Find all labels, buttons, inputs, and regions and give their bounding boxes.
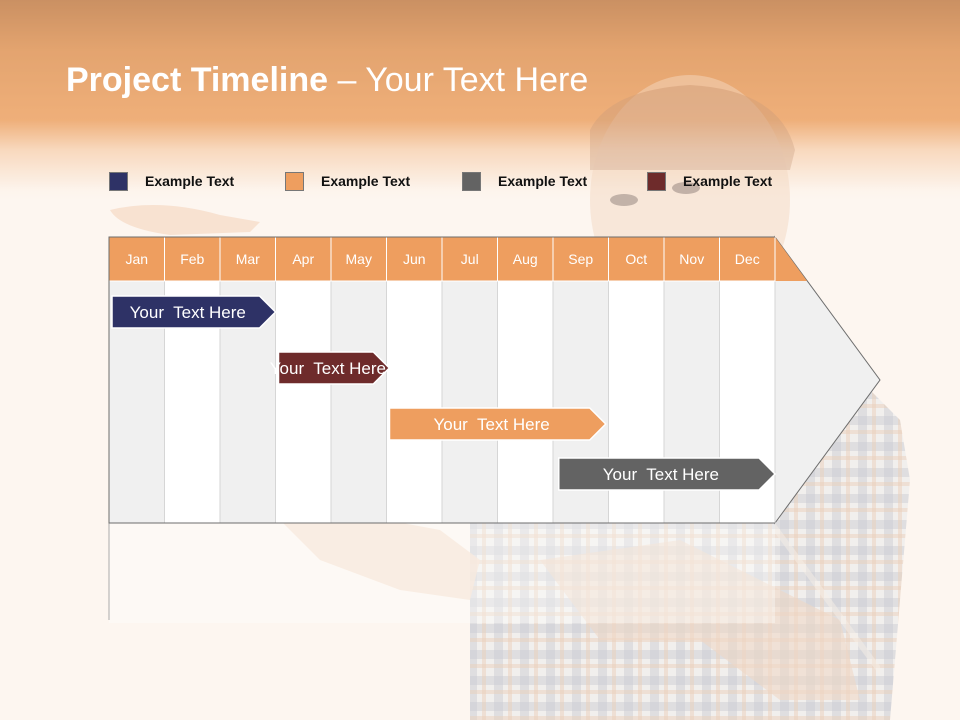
month-label-jun: Jun bbox=[403, 251, 426, 267]
month-header-feb bbox=[164, 236, 221, 282]
month-label-feb: Feb bbox=[180, 251, 204, 267]
month-column-may bbox=[330, 280, 387, 524]
task-label-1: Your Text Here bbox=[130, 303, 246, 322]
month-header-jul bbox=[441, 236, 498, 282]
legend-swatch-4 bbox=[647, 171, 666, 191]
month-header-aug bbox=[497, 236, 554, 282]
month-column-jun bbox=[386, 280, 443, 524]
month-header-jun bbox=[386, 236, 443, 282]
month-label-nov: Nov bbox=[679, 251, 704, 267]
month-label-may: May bbox=[346, 251, 372, 267]
slide-title: Project Timeline – Your Text Here bbox=[66, 58, 588, 102]
legend-item-2: Example Text bbox=[285, 171, 410, 191]
timeline-border bbox=[108, 236, 775, 524]
month-label-mar: Mar bbox=[236, 251, 260, 267]
task-label-3: Your Text Here bbox=[433, 415, 549, 434]
month-header-jan bbox=[108, 236, 165, 282]
timeline-reflection bbox=[109, 523, 775, 623]
month-label-dec: Dec bbox=[735, 251, 760, 267]
month-header-dec bbox=[719, 236, 776, 282]
legend-label-1: Example Text bbox=[145, 173, 235, 189]
month-label-jan: Jan bbox=[125, 251, 148, 267]
legend-swatch-1 bbox=[109, 171, 128, 191]
month-column-apr bbox=[275, 280, 332, 524]
title-bold: Project Timeline bbox=[66, 61, 329, 99]
legend-swatch-2 bbox=[285, 171, 304, 191]
legend-item-1: Example Text bbox=[109, 171, 234, 191]
task-bar-4 bbox=[558, 457, 777, 491]
month-column-jul bbox=[441, 280, 498, 524]
arrow-head-band bbox=[775, 237, 807, 281]
month-label-sep: Sep bbox=[568, 251, 593, 267]
legend-label-2: Example Text bbox=[321, 173, 411, 189]
header-band bbox=[0, 0, 960, 200]
task-bar-1 bbox=[111, 295, 277, 329]
month-label-aug: Aug bbox=[513, 251, 538, 267]
legend-item-4: Example Text bbox=[647, 171, 772, 191]
title-rest: – Your Text Here bbox=[328, 61, 589, 99]
task-bar-2 bbox=[277, 351, 391, 385]
legend-label-3: Example Text bbox=[498, 173, 588, 189]
task-label-2: Your Text Here bbox=[270, 359, 386, 378]
month-header-oct bbox=[608, 236, 665, 282]
month-header-may bbox=[330, 236, 387, 282]
month-header-nov bbox=[663, 236, 720, 282]
month-label-jul: Jul bbox=[461, 251, 479, 267]
legend-item-3: Example Text bbox=[462, 171, 587, 191]
task-bar-3 bbox=[388, 407, 607, 441]
month-column-aug bbox=[497, 280, 554, 524]
month-label-oct: Oct bbox=[625, 251, 647, 267]
month-label-apr: Apr bbox=[292, 251, 314, 267]
arrow-reflection bbox=[775, 523, 880, 676]
legend-label-4: Example Text bbox=[683, 173, 773, 189]
task-label-4: Your Text Here bbox=[603, 465, 719, 484]
legend-swatch-3 bbox=[462, 171, 481, 191]
